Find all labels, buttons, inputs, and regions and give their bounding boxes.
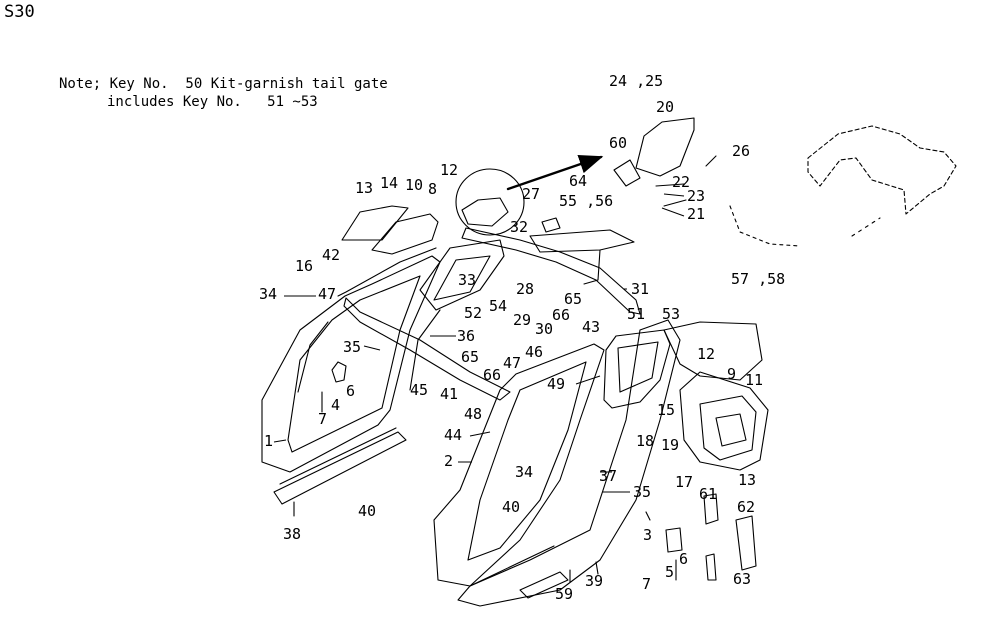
callout-12b: 12	[697, 345, 716, 363]
callout-51: 51	[627, 305, 646, 323]
callout-43: 43	[582, 318, 601, 336]
note-line-2: includes Key No. 51 ~53	[107, 94, 318, 110]
callout-28: 28	[516, 280, 535, 298]
rear-quarter-window	[603, 329, 671, 409]
direction-arrow	[506, 154, 604, 191]
callout-29: 29	[513, 311, 532, 329]
callout-15: 15	[657, 401, 676, 419]
page-code: S30	[4, 2, 35, 22]
callout-2: 2	[444, 452, 454, 470]
callout-53: 53	[662, 305, 681, 323]
callout-65b: 65	[461, 348, 480, 366]
callout-10: 10	[405, 176, 424, 194]
quarter-panel-trim	[663, 321, 763, 381]
callout-13: 13	[355, 179, 374, 197]
body-outline	[807, 125, 957, 215]
callout-66b: 66	[483, 366, 502, 384]
tail-gate-glass	[635, 117, 695, 177]
callout-6: 6	[346, 382, 356, 400]
callout-3: 3	[643, 526, 653, 544]
callout-39: 39	[585, 572, 604, 590]
callout-37: 37	[599, 467, 618, 485]
callout-20: 20	[656, 98, 675, 116]
callout-54: 54	[489, 297, 508, 315]
left-door-frame	[261, 255, 441, 473]
callout-22: 22	[672, 173, 691, 191]
note-line-1: Note; Key No. 50 Kit-garnish tail gate	[59, 76, 388, 92]
callout-6b: 6	[679, 550, 689, 568]
leader-lines	[273, 193, 685, 493]
callout-14: 14	[380, 174, 399, 192]
callout-55-56: 55 ,56	[559, 192, 614, 210]
callout-59: 59	[555, 585, 574, 603]
roof-rail	[343, 297, 511, 401]
callout-44: 44	[444, 426, 463, 444]
callout-61: 61	[699, 485, 718, 503]
callout-62: 62	[737, 498, 756, 516]
callout-21: 21	[687, 205, 706, 223]
callout-35: 35	[343, 338, 362, 356]
callout-32: 32	[510, 218, 529, 236]
callout-38: 38	[283, 525, 302, 543]
callout-8: 8	[428, 180, 438, 198]
callout-40b: 40	[502, 498, 521, 516]
callout-17: 17	[675, 473, 694, 491]
part-63	[705, 553, 717, 581]
callout-64: 64	[569, 172, 588, 190]
callout-7b: 7	[642, 575, 652, 593]
callout-47: 47	[318, 285, 337, 303]
quarter-window-upper-left	[341, 205, 409, 241]
left-sill-garnish	[273, 431, 407, 505]
callout-36: 36	[457, 327, 476, 345]
callout-42: 42	[322, 246, 341, 264]
callout-12: 12	[440, 161, 459, 179]
rear-quarter-trim	[457, 319, 681, 607]
callout-45: 45	[410, 381, 429, 399]
callout-7: 7	[318, 410, 328, 428]
callout-18: 18	[636, 432, 655, 450]
callout-11: 11	[745, 371, 764, 389]
spare-tire-cover	[455, 168, 525, 236]
callout-49: 49	[547, 375, 566, 393]
callout-1: 1	[264, 432, 274, 450]
callout-34b: 34	[515, 463, 534, 481]
part-61	[703, 493, 719, 525]
callout-65: 65	[564, 290, 583, 308]
callout-47b: 47	[503, 354, 522, 372]
callout-52: 52	[464, 304, 483, 322]
clip-64	[541, 217, 561, 233]
part-5	[665, 527, 683, 553]
callout-5: 5	[665, 563, 675, 581]
callout-30: 30	[535, 320, 554, 338]
callout-34: 34	[259, 285, 278, 303]
callout-66: 66	[552, 306, 571, 324]
part-62	[735, 515, 757, 571]
callout-19: 19	[661, 436, 680, 454]
callout-33: 33	[458, 271, 477, 289]
callout-27: 27	[522, 185, 541, 203]
right-sill-garnish	[519, 571, 569, 599]
callout-60: 60	[609, 134, 628, 152]
right-door-frame	[433, 343, 605, 587]
callout-9: 9	[727, 365, 737, 383]
callout-24-25: 24 ,25	[609, 72, 664, 90]
cross-rail	[461, 227, 641, 315]
callout-40: 40	[358, 502, 377, 520]
callout-26: 26	[732, 142, 751, 160]
upper-quarter-trim	[419, 239, 505, 311]
callout-16: 16	[295, 257, 314, 275]
callout-41: 41	[440, 385, 459, 403]
callout-31: 31	[631, 280, 650, 298]
callout-4: 4	[331, 396, 341, 414]
callout-57-58: 57 ,58	[731, 270, 786, 288]
callout-23: 23	[687, 187, 706, 205]
callout-48: 48	[464, 405, 483, 423]
callout-35b: 35	[633, 483, 652, 501]
window-regulator-assembly	[679, 371, 769, 471]
callout-46: 46	[525, 343, 544, 361]
callout-13b: 13	[738, 471, 757, 489]
callout-63: 63	[733, 570, 752, 588]
